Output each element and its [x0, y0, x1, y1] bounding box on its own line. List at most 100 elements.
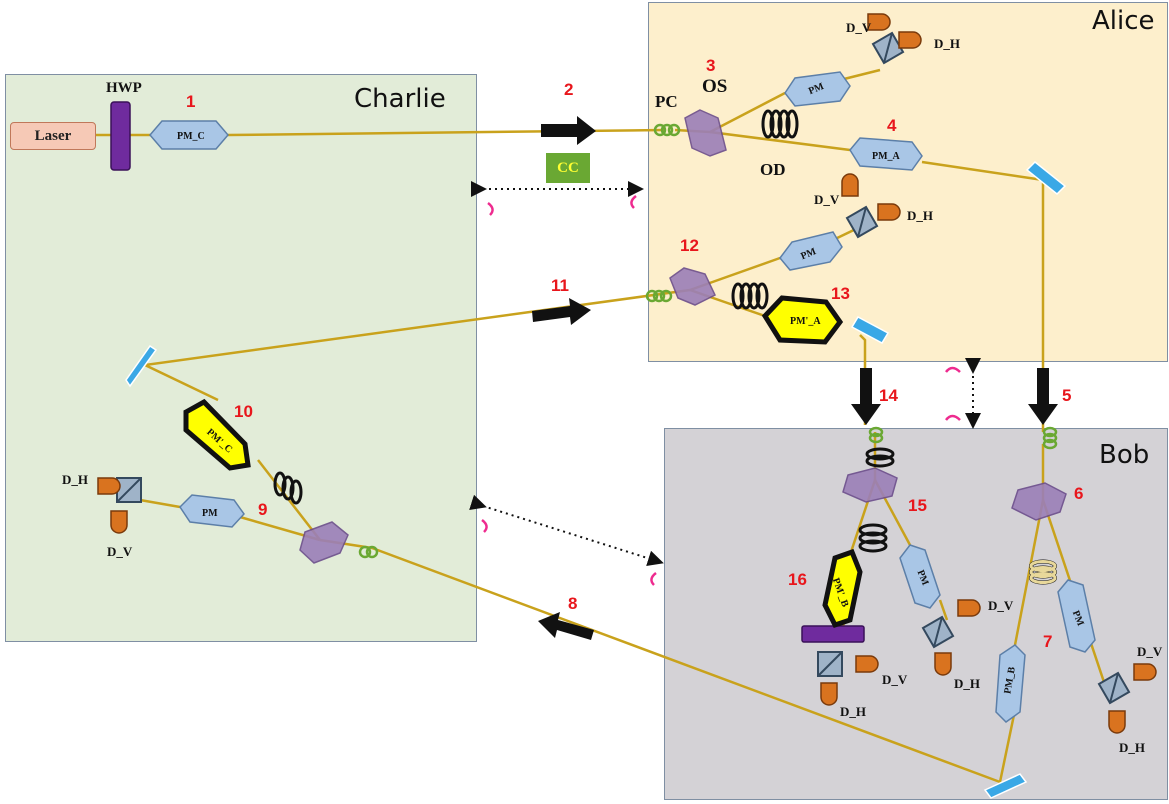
hwp-label: HWP: [106, 80, 142, 96]
beam-splitter-icon: [842, 467, 898, 503]
detector-icon: [1133, 663, 1157, 681]
pm-a-prime-icon: [761, 295, 844, 345]
step-number: 3: [706, 56, 716, 75]
fiber-coil-icon: [858, 523, 888, 553]
classical-channels: [469, 181, 981, 567]
beam-splitter-icon: [669, 267, 716, 306]
step-number: 6: [1074, 484, 1084, 503]
alice-title: Alice: [1092, 6, 1155, 36]
pm-b-prime-icon: [822, 548, 863, 629]
mirror-icon: [850, 316, 890, 344]
fiber-coil-icon: [273, 471, 303, 505]
cc-label: CC: [557, 159, 579, 176]
polarization-controller-icon: [645, 289, 673, 303]
pm-icon: [784, 71, 851, 107]
detector-h-label: D_H: [934, 36, 960, 51]
polarization-controller-icon: [358, 545, 379, 559]
detector-v-label: D_V: [814, 192, 840, 207]
os-label: OS: [702, 76, 728, 97]
step-number: 1: [186, 92, 196, 111]
detector-v-label: D_V: [846, 20, 872, 35]
pm-label: PM: [202, 508, 218, 519]
pm-b-label: PM_B: [1002, 666, 1018, 695]
step-number: 12: [680, 236, 699, 255]
fiber-coil-beige: [1029, 559, 1057, 585]
pm-a-label: PM_A: [872, 151, 901, 162]
arrow-icon: [851, 368, 881, 425]
charlie-title: Charlie: [354, 84, 446, 114]
detector-v-label: D_V: [988, 598, 1014, 613]
detector-h-label: D_H: [1119, 740, 1145, 755]
half-wave-plate-icon: [110, 101, 131, 171]
polarization-controller-icon: [1042, 426, 1058, 450]
beam-splitters: [299, 109, 1067, 564]
mirror-icon: [125, 344, 158, 388]
step-number: 5: [1062, 386, 1072, 405]
detector-h-label: D_H: [954, 676, 980, 691]
laser-source: Laser: [10, 122, 96, 150]
detector-icon: [898, 31, 922, 49]
direction-arrows: [532, 116, 1058, 640]
detector-icon: [867, 13, 891, 31]
fiber-paths: [94, 68, 1112, 784]
mirror-icon: [1025, 160, 1067, 196]
detector-icon: [934, 652, 952, 676]
detector-groups: [97, 13, 1157, 734]
detector-h-label: D_H: [907, 208, 933, 223]
pm-icon: [899, 544, 941, 609]
polarization-controllers: [358, 123, 1058, 559]
pm-c-prime-icon: [183, 398, 251, 471]
fiber-coil-icon: [865, 447, 895, 468]
detector-h-label: D_H: [840, 704, 866, 719]
step-number: 8: [568, 594, 578, 613]
mirrors: [125, 160, 1067, 799]
polarization-controller-icon: [868, 426, 884, 444]
step-number: 7: [1043, 632, 1053, 651]
detector-icon: [820, 682, 838, 706]
pm-a-icon: [849, 137, 923, 171]
beam-splitter-icon: [299, 521, 349, 564]
half-wave-plate-icon: [801, 625, 865, 643]
step-number: 10: [234, 402, 253, 421]
detector-icon: [110, 510, 128, 534]
beam-splitter-icon: [1011, 482, 1067, 521]
polarization-controller-icon: [653, 123, 681, 137]
detector-icon: [97, 477, 121, 495]
mirror-icon: [983, 773, 1028, 799]
detector-v-label: D_V: [107, 544, 133, 559]
step-number: 14: [879, 386, 898, 405]
fiber-coil-icon: [731, 282, 769, 310]
pm-c-icon: [149, 120, 229, 150]
step-number: 16: [788, 570, 807, 589]
step-number: 13: [831, 284, 850, 303]
detector-icon: [1108, 710, 1126, 734]
beam-splitter-icon: [684, 109, 727, 157]
phase-modulators: [149, 71, 1096, 723]
detector-h-label: D_H: [62, 472, 88, 487]
detector-v-label: D_V: [882, 672, 908, 687]
bob-title: Bob: [1099, 440, 1150, 470]
detector-icon: [957, 599, 981, 617]
eavesdrop-markers: [481, 195, 961, 586]
laser-label: Laser: [34, 127, 72, 144]
pm-icon: [1057, 579, 1096, 653]
step-number: 9: [258, 500, 268, 519]
arrow-icon: [532, 298, 591, 325]
pm-icon: [179, 494, 245, 528]
step-number: 2: [564, 80, 574, 99]
detector-icon: [841, 173, 859, 197]
primed-modulators: [183, 295, 863, 629]
pm-icon: [779, 231, 843, 271]
arrow-icon: [541, 116, 596, 145]
detector-v-label: D_V: [1137, 644, 1163, 659]
pm-c-label: PM_C: [177, 131, 205, 142]
detector-icon: [877, 203, 901, 221]
arrow-icon: [538, 612, 594, 640]
fiber-coils: [273, 109, 895, 553]
step-number: 11: [551, 276, 569, 295]
arrow-icon: [1028, 368, 1058, 425]
pc-label: PC: [655, 92, 678, 111]
step-number: 4: [887, 116, 897, 135]
step-number: 15: [908, 496, 927, 515]
